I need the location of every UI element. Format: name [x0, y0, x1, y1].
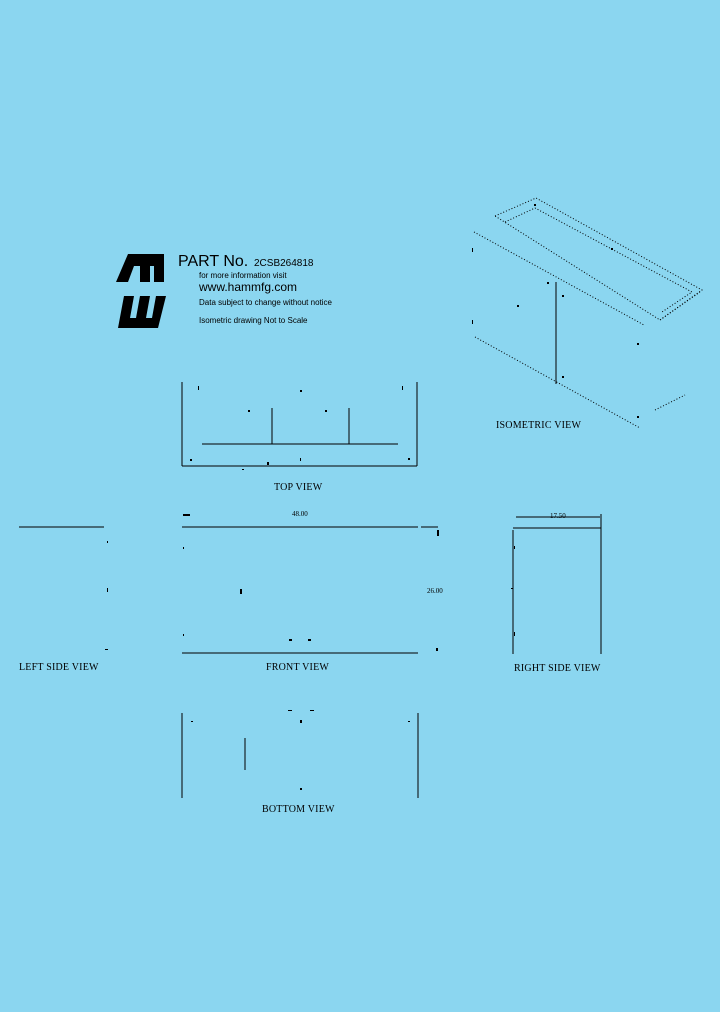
hammond-logo — [114, 250, 176, 330]
info-line: for more information visit — [199, 271, 287, 280]
width-dimension: 48.00 — [292, 510, 308, 518]
bottom-view-label: BOTTOM VIEW — [262, 804, 335, 815]
right-side-view-label: RIGHT SIDE VIEW — [514, 663, 601, 674]
top-view-drawing — [181, 382, 418, 467]
iso-note: Isometric drawing Not to Scale — [199, 316, 308, 325]
depth-dimension: 17.50 — [550, 512, 566, 520]
part-number: 2CSB264818 — [254, 258, 314, 269]
front-view-drawing — [182, 514, 439, 654]
height-dimension: 26.00 — [427, 587, 443, 595]
left-side-view-label: LEFT SIDE VIEW — [19, 662, 99, 673]
hammond-logo-icon — [116, 254, 166, 328]
front-view-label: FRONT VIEW — [266, 662, 330, 673]
part-label: PART No. — [178, 253, 249, 270]
isometric-view-label: ISOMETRIC VIEW — [496, 420, 582, 431]
website-link[interactable]: www.hammfg.com — [199, 280, 298, 294]
bottom-view-drawing — [181, 713, 419, 798]
notice-text: Data subject to change without notice — [199, 298, 332, 307]
right-side-view-drawing — [512, 514, 602, 654]
top-view-label: TOP VIEW — [274, 482, 323, 493]
isometric-drawing — [473, 197, 703, 429]
